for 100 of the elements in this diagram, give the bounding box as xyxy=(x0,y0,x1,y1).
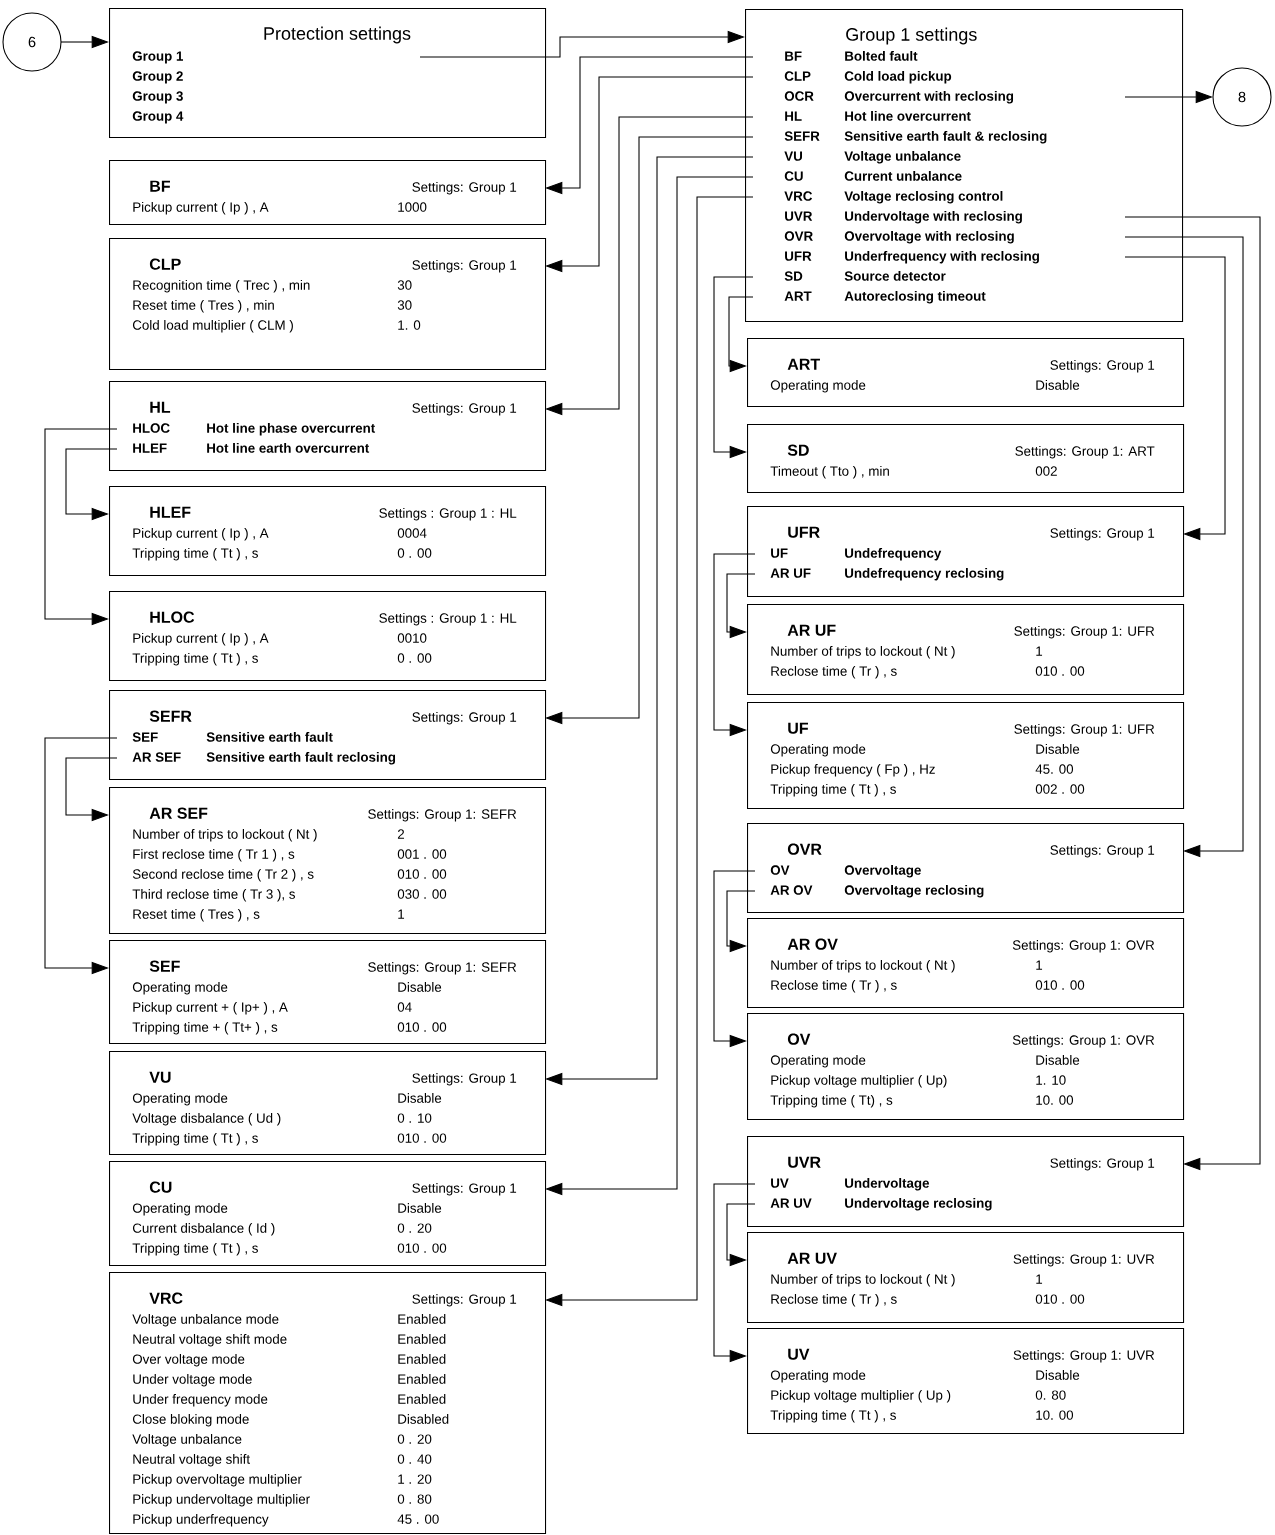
parameter-value: 1 xyxy=(1036,960,1043,970)
box-heading: AR UV xyxy=(787,1252,837,1264)
function-code: CLP xyxy=(784,71,811,81)
function-code: HL xyxy=(785,111,802,121)
settings-path: Settings: Group 1: UVR xyxy=(1013,1254,1155,1267)
box-heading: UV xyxy=(788,1348,810,1360)
parameter-name: Neutral voltage shift xyxy=(133,1454,250,1467)
box-heading: CLP xyxy=(149,258,181,270)
parameter-name: Operating mode xyxy=(132,1203,228,1216)
parameter-name: Voltage unbalance xyxy=(132,1434,242,1447)
parameter-value: 010 . 00 xyxy=(397,869,447,879)
function-name: Overvoltage reclosing xyxy=(844,885,984,898)
parameter-value: 0 . 00 xyxy=(397,548,432,558)
function-name: Hot line overcurrent xyxy=(845,111,971,121)
box-heading: HL xyxy=(150,401,171,413)
parameter-name: Over voltage mode xyxy=(132,1354,245,1367)
settings-path: Settings: Group 1 xyxy=(1050,360,1155,373)
function-name: Underfrequency with reclosing xyxy=(845,251,1039,264)
parameter-name: Number of trips to lockout ( Nt ) xyxy=(771,646,955,659)
parameter-name: Tripping time ( Tt ) , s xyxy=(132,548,258,561)
parameter-value: 45 . 00 xyxy=(397,1514,439,1524)
parameter-value: Enabled xyxy=(398,1334,446,1344)
box-heading: UF xyxy=(788,722,808,734)
parameter-name: Pickup voltage multiplier ( Up ) xyxy=(771,1390,951,1403)
parameter-name: Under voltage mode xyxy=(133,1374,252,1387)
function-name: Overvoltage with reclosing xyxy=(844,231,1014,244)
parameter-name: Number of trips to lockout ( Nt ) xyxy=(771,1274,955,1287)
parameter-value: 030 . 00 xyxy=(397,889,447,899)
parameter-value: 0004 xyxy=(397,528,427,538)
settings-path: Settings : Group 1 : HL xyxy=(379,508,517,521)
parameter-value: Disabled xyxy=(398,1414,449,1424)
function-code: AR OV xyxy=(770,885,813,895)
function-code: UV xyxy=(771,1178,789,1188)
parameter-name: Reclose time ( Tr ) , s xyxy=(771,1294,897,1307)
parameter-value: Disable xyxy=(1036,1055,1080,1065)
parameter-value: 10. 00 xyxy=(1036,1095,1074,1105)
parameter-value: Disable xyxy=(1036,1370,1080,1380)
box-heading: VU xyxy=(149,1071,171,1083)
parameter-value: 010 . 00 xyxy=(1035,666,1085,676)
parameter-value: 002 . 00 xyxy=(1035,784,1085,794)
parameter-value: 04 xyxy=(397,1002,412,1012)
parameter-value: Enabled xyxy=(398,1354,446,1364)
settings-path: Settings: Group 1: SEFR xyxy=(368,962,517,975)
function-name: Overcurrent with reclosing xyxy=(844,91,1014,104)
parameter-name: Tripping time + ( Tt+ ) , s xyxy=(132,1022,278,1035)
parameter-value: 1 xyxy=(1036,1274,1043,1284)
parameter-value: Disable xyxy=(398,982,442,992)
settings-path: Settings: Group 1: UFR xyxy=(1014,724,1155,737)
function-code: BF xyxy=(785,51,802,61)
settings-path: Settings: Group 1: UFR xyxy=(1014,626,1155,639)
parameter-name: Voltage disbalance ( Ud ) xyxy=(132,1113,281,1126)
settings-path: Settings: Group 1 xyxy=(412,403,517,416)
box-heading: OVR xyxy=(787,843,822,855)
connector-arrow xyxy=(1124,236,1244,858)
parameter-name: Pickup frequency ( Fp ) , Hz xyxy=(771,764,935,777)
parameter-name: Pickup overvoltage multiplier xyxy=(133,1474,302,1487)
settings-path: Settings: Group 1 xyxy=(412,1073,517,1086)
function-code: AR UV xyxy=(770,1198,812,1208)
parameter-name: Operating mode xyxy=(770,744,866,757)
parameter-value: 0 . 20 xyxy=(397,1434,432,1444)
function-name: Bolted fault xyxy=(845,51,918,61)
parameter-name: Pickup current ( Ip ) , A xyxy=(133,633,269,646)
parameter-name: Tripping time ( Tt ) , s xyxy=(770,1410,896,1423)
parameter-name: Pickup underfrequency xyxy=(133,1514,269,1527)
box-heading: SD xyxy=(787,444,809,456)
parameter-name: Operating mode xyxy=(132,1093,228,1106)
box-heading: HLOC xyxy=(150,611,195,623)
group-item: Group 2 xyxy=(132,71,183,84)
function-name: Source detector xyxy=(844,271,946,281)
function-name: Sensitive earth fault xyxy=(206,732,333,742)
parameter-value: 010 . 00 xyxy=(1035,1294,1085,1304)
parameter-name: Voltage unbalance mode xyxy=(132,1314,279,1327)
parameter-value: Disable xyxy=(1036,380,1080,390)
parameter-name: Number of trips to lockout ( Nt ) xyxy=(133,829,317,842)
parameter-value: 10. 00 xyxy=(1036,1410,1074,1420)
function-name: Sensitive earth fault reclosing xyxy=(206,752,396,765)
group-item: Group 3 xyxy=(132,91,183,104)
function-name: Cold load pickup xyxy=(844,71,952,84)
box-heading: AR UF xyxy=(787,624,836,636)
function-code: OV xyxy=(770,865,790,875)
box-title: Protection settings xyxy=(264,26,411,44)
function-code: UF xyxy=(771,548,788,558)
parameter-name: Operating mode xyxy=(770,1370,866,1383)
function-code: VRC xyxy=(784,191,813,201)
parameter-name: Tripping time ( Tt ) , s xyxy=(132,1133,258,1146)
settings-path: Settings: Group 1 xyxy=(412,1294,517,1307)
parameter-value: Disable xyxy=(398,1093,442,1103)
function-name: Undefrequency reclosing xyxy=(845,568,1004,581)
function-code: SD xyxy=(784,271,803,281)
function-name: Voltage reclosing control xyxy=(844,191,1003,204)
group-item: Group 4 xyxy=(132,111,184,124)
parameter-value: Enabled xyxy=(398,1394,446,1404)
function-code: SEFR xyxy=(784,131,820,141)
parameter-name: Tripping time ( Tt ) , s xyxy=(132,1243,258,1256)
parameter-value: 30 xyxy=(397,280,412,290)
parameter-name: Pickup current ( Ip ) , A xyxy=(133,528,269,541)
settings-path: Settings: Group 1: OVR xyxy=(1012,1035,1155,1048)
function-name: Undervoltage xyxy=(845,1178,929,1191)
parameter-name: Operating mode xyxy=(770,1055,866,1068)
parameter-value: 1. 0 xyxy=(398,320,421,330)
